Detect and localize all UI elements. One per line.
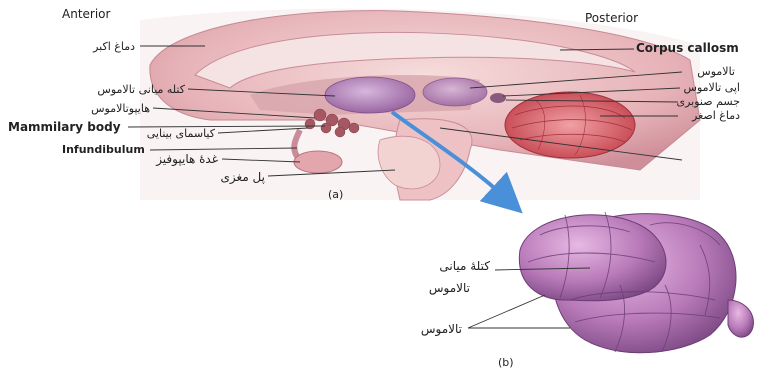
caption-a: (a) — [328, 188, 343, 201]
label-pituitary: غدۀ هایپوفیز — [155, 152, 218, 167]
label-corpus-callosum: Corpus callosm — [636, 41, 739, 55]
label-pineal: جسم صنوبری — [676, 95, 740, 108]
anterior-label: Anterior — [62, 7, 111, 21]
label-infundibulum: Infundibulum — [62, 143, 145, 156]
label-cerebellum: دماغ اصغر — [691, 109, 740, 122]
label-mass-line2: تالاموس — [429, 281, 470, 296]
label-hypothalamus: هایپوتالاموس — [91, 102, 150, 115]
label-mass-line1: کتلۀ میانی — [439, 259, 490, 273]
label-thalamus-b: تالاموس — [421, 322, 462, 337]
thalamus-shape — [325, 77, 415, 113]
label-cerebrum: دماغ اکبر — [92, 40, 135, 53]
posterior-label: Posterior — [585, 11, 638, 25]
thalamus-pulvinar-tail — [728, 300, 753, 337]
label-pons: پل مغزی — [221, 170, 265, 185]
label-interthalamic-adhesion: کتله میانی تالاموس — [97, 83, 185, 96]
caption-b: (b) — [498, 356, 514, 369]
panel-b: کتلۀ میانی تالاموس تالاموس (b) — [421, 212, 754, 369]
label-thalamus: تالاموس — [697, 65, 735, 78]
pineal-shape — [490, 93, 506, 103]
label-epithalamus: اپی تالاموس — [684, 81, 740, 94]
panel-a: Anterior Posterior دماغ اکبر کتله میانی … — [0, 0, 765, 205]
label-mammillary-body: Mammilary body — [8, 120, 121, 134]
pituitary-shape — [294, 151, 342, 173]
cerebellum-shape — [505, 92, 635, 158]
label-optic-chiasm: کیاسمای بینایی — [147, 127, 216, 140]
